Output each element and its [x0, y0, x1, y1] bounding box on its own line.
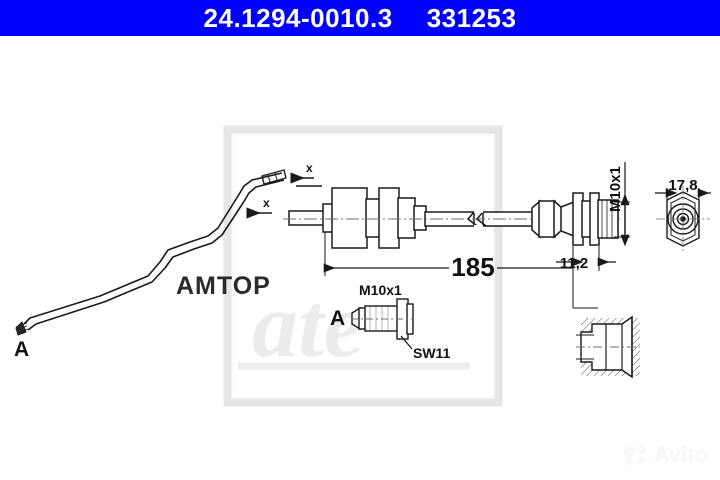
right-end-fitting [531, 192, 619, 246]
svg-text:ate: ate [252, 274, 364, 376]
part-number-label: 24.1294-0010.3 [203, 3, 393, 33]
svg-text:M10x1: M10x1 [607, 166, 624, 212]
svg-text:185: 185 [451, 252, 494, 282]
detail-view-a: A M10x1 SW11 [330, 282, 451, 361]
svg-text:M10x1: M10x1 [359, 282, 402, 298]
svg-text:A: A [330, 307, 345, 330]
svg-text:11,2: 11,2 [560, 255, 588, 272]
dimension-hex-width: 17,8 [655, 177, 711, 202]
drawing-frame [223, 125, 503, 407]
hose-assembly-main [283, 187, 620, 249]
section-marker-top: x [290, 161, 322, 187]
hose-break-symbol [466, 211, 487, 227]
left-end-label-a: A [14, 338, 29, 361]
header-bar: 24.1294-0010.3 331253 [0, 0, 720, 36]
ate-brand-watermark: ate [238, 274, 470, 376]
svg-text:17,8: 17,8 [668, 177, 697, 194]
technical-drawing-canvas: ate A x x [0, 36, 720, 480]
svg-text:SW11: SW11 [413, 345, 451, 361]
dimension-right-thread: M10x1 [607, 162, 630, 247]
reference-number-label: 331253 [426, 3, 517, 33]
svg-text:x: x [306, 161, 313, 175]
hex-end-view [656, 186, 710, 252]
dimension-overall-length: 185 [323, 232, 574, 282]
cross-section-detail [572, 276, 640, 379]
brake-hose-tube-bent [15, 169, 287, 336]
brake-hose-schematic: ate A x x [14, 125, 711, 407]
section-marker-middle: x [246, 196, 272, 219]
svg-text:x: x [263, 196, 270, 210]
